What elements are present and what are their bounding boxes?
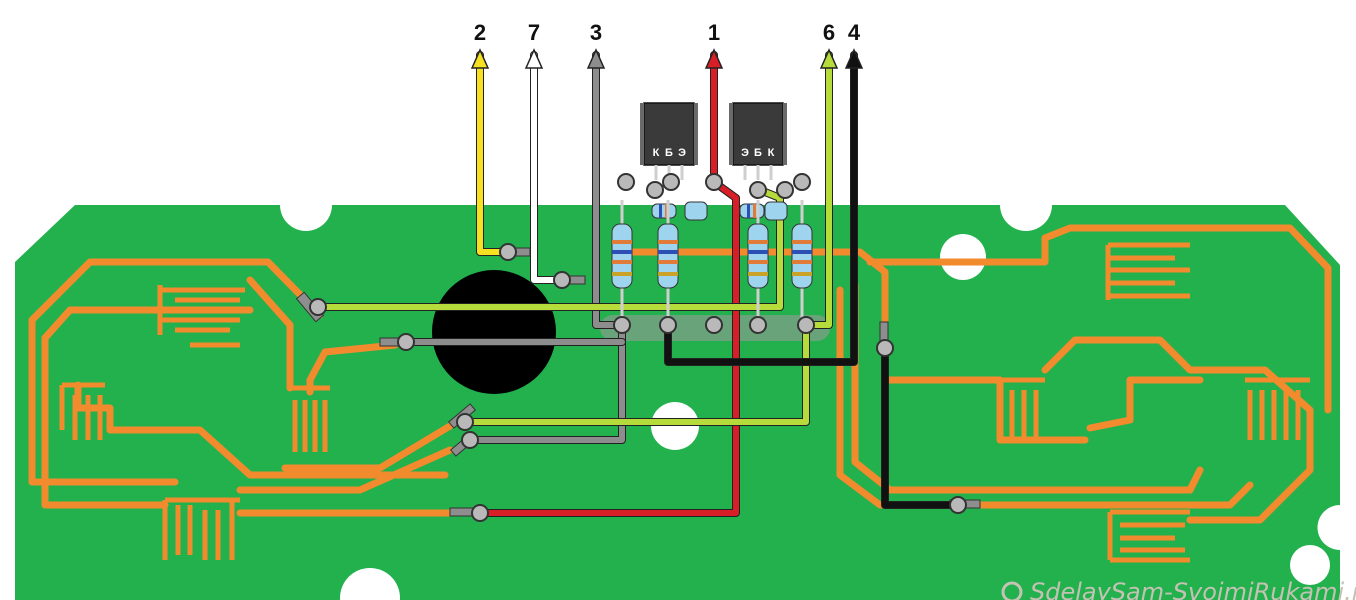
solder-point — [749, 316, 767, 334]
solder-point — [659, 316, 677, 334]
resistor-4 — [791, 200, 813, 320]
solder-point — [876, 339, 894, 357]
transistor-right: Э Б К — [729, 102, 787, 180]
wire-label-2: 2 — [474, 20, 486, 45]
wire-arrow-3 — [586, 48, 606, 69]
transistor-left: К Б Э — [640, 102, 698, 180]
solder-points — [309, 173, 967, 522]
solder-point — [949, 496, 967, 514]
solder-point — [613, 316, 631, 334]
solder-point — [705, 173, 723, 191]
mount-hole-bottom-right — [1290, 545, 1330, 585]
resistor-1 — [611, 200, 633, 320]
wire-2 — [470, 48, 512, 256]
watermark-text: SdelaySam-SvoimiRukami.ru — [1030, 578, 1356, 600]
solder-point — [499, 243, 517, 261]
transistor-left-pin-2: Б — [665, 147, 673, 159]
wire-1 — [476, 48, 740, 517]
solder-point — [749, 181, 767, 199]
solder-point — [397, 333, 415, 351]
left-traces — [28, 258, 464, 560]
solder-point — [553, 271, 571, 289]
solder-point — [662, 173, 680, 191]
center-black-hole — [432, 270, 556, 394]
solder-point — [776, 181, 794, 199]
wire-labels: 2 7 3 1 6 4 — [474, 20, 861, 45]
wire-4 — [664, 48, 864, 366]
wire-arrow-4 — [844, 48, 864, 69]
solder-point — [309, 298, 327, 316]
wire-arrow-2 — [470, 48, 490, 69]
transistor-right-pin-2: Б — [754, 147, 762, 159]
wire-label-4: 4 — [848, 20, 861, 45]
wire-label-7: 7 — [528, 20, 540, 45]
watermark: SdelaySam-SvoimiRukami.ru — [1001, 578, 1356, 600]
wire-branch-4-2 — [881, 344, 962, 509]
solder-point — [705, 316, 723, 334]
wire-arrow-6 — [819, 48, 839, 69]
solder-point — [797, 316, 815, 334]
solder-point — [793, 173, 811, 191]
solder-point — [646, 181, 664, 199]
solder-point — [471, 504, 489, 522]
wire-label-3: 3 — [590, 20, 602, 45]
wire-arrow-1 — [704, 48, 724, 69]
wire-label-1: 1 — [708, 20, 720, 45]
wire-arrow-7 — [524, 48, 544, 69]
solder-point — [461, 431, 479, 449]
transistor-right-pin-3: К — [768, 147, 775, 159]
vertical-resistors — [611, 200, 813, 320]
wire-branch-6-0 — [314, 186, 784, 311]
transistor-left-pin-1: К — [653, 147, 660, 159]
mount-hole-bottom — [340, 568, 400, 600]
mount-hole-right — [940, 234, 986, 280]
transistor-left-pin-3: Э — [678, 147, 686, 159]
solder-point — [617, 173, 635, 191]
resistor-2 — [657, 200, 679, 320]
sun-logo-icon — [1001, 581, 1023, 600]
resistor-3 — [747, 200, 769, 320]
solder-point — [456, 413, 474, 431]
wire-7 — [524, 48, 566, 284]
transistor-right-pin-1: Э — [741, 147, 749, 159]
wire-label-6: 6 — [823, 20, 835, 45]
